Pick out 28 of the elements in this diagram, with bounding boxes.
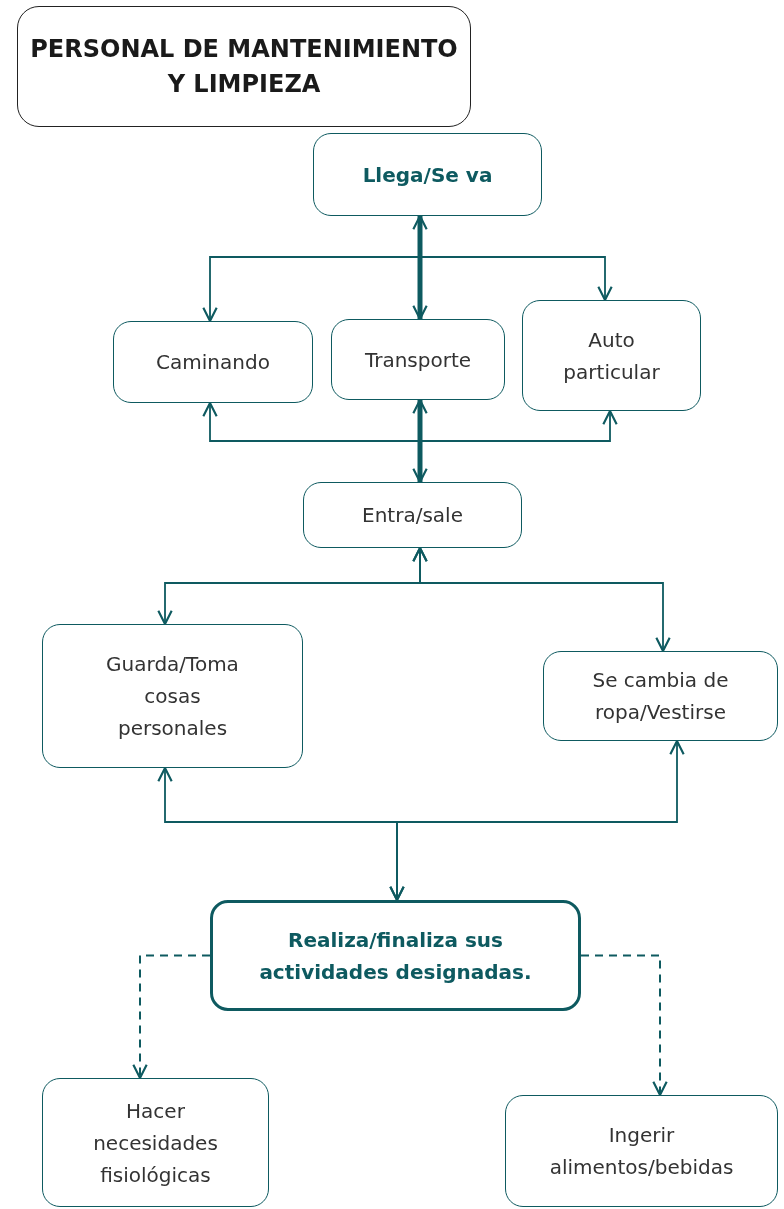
node-label: Caminando [156, 349, 270, 376]
arrow [389, 739, 685, 902]
process-box [113, 321, 313, 403]
title-box [17, 6, 471, 127]
process-box [331, 319, 505, 400]
node-label: Guarda/Toma cosas personales [105, 651, 240, 742]
arrow [412, 398, 428, 484]
node-label: Entra/sale [362, 502, 463, 529]
dashed-arrow [132, 954, 211, 1080]
node-label: Llega/Se va [362, 161, 493, 189]
title-text: PERSONAL DE MANTENIMIENTO Y LIMPIEZA [29, 33, 459, 100]
node-label: Realiza/finaliza sus actividades designadas. [258, 926, 533, 986]
process-box [303, 482, 522, 548]
process-box [42, 1078, 269, 1207]
process-box [313, 133, 542, 216]
process-box [522, 300, 701, 411]
node-label: Transporte [364, 346, 472, 374]
process-box [505, 1095, 778, 1207]
node-label: Auto particular [563, 326, 660, 386]
arrow [412, 546, 671, 653]
process-box [210, 900, 581, 1011]
node-label: Hacer necesidades fisiológicas [92, 1097, 219, 1189]
node-label: Ingerir alimentos/bebidas [548, 1122, 735, 1181]
process-box [543, 651, 778, 741]
dashed-arrow [580, 954, 668, 1097]
arrow [412, 214, 428, 321]
node-label: Se cambia de ropa/Vestirse [591, 667, 730, 726]
process-box [42, 624, 303, 768]
